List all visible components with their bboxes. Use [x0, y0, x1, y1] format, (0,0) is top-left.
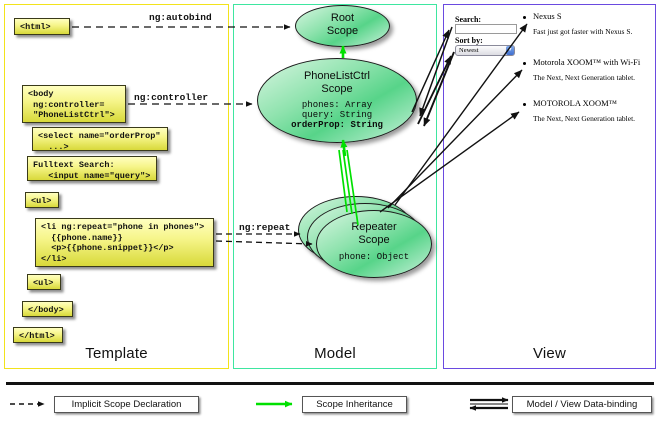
- edge-label-ng-repeat: ng:repeat: [239, 222, 291, 233]
- scope-phonelistctrl-title-2: Scope: [321, 83, 353, 95]
- phone-snippet: The Next, Next Generation tablet.: [533, 73, 636, 82]
- legend-item-scope-inheritance: Scope Inheritance: [302, 396, 407, 413]
- legend-divider: [6, 382, 654, 385]
- list-bullet: [523, 103, 526, 106]
- scope-repeater-ellipse-front: [316, 210, 432, 278]
- view-sort-label: Sort by:: [455, 36, 483, 45]
- phone-title: MOTOROLA XOOM™: [533, 98, 617, 108]
- scope-prop-phone-object: phone: Object: [338, 252, 410, 262]
- list-bullet: [523, 16, 526, 19]
- code-box-body-open: <body ng:controller= "PhoneListCtrl">: [22, 85, 126, 123]
- scope-root-ellipse: [295, 5, 390, 47]
- panel-label-model: Model: [314, 345, 356, 362]
- scope-prop-query: query: String: [301, 110, 373, 120]
- code-box-li-repeat: <li ng:repeat="phone in phones"> {{phone…: [35, 218, 214, 267]
- edge-label-ng-controller: ng:controller: [134, 92, 209, 103]
- phone-snippet: The Next, Next Generation tablet.: [533, 114, 636, 123]
- scope-root-title-2: Scope: [326, 25, 359, 37]
- legend-item-implicit-scope: Implicit Scope Declaration: [54, 396, 199, 413]
- code-box-ul-close: <ul>: [27, 274, 61, 290]
- code-box-html-close: </html>: [13, 327, 63, 343]
- search-input[interactable]: [455, 24, 517, 34]
- legend-item-data-binding: Model / View Data-binding: [512, 396, 652, 413]
- scope-phonelistctrl-title-1: PhoneListCtrl: [303, 70, 371, 82]
- phone-title: Motorola XOOM™ with Wi-Fi: [533, 57, 641, 67]
- edge-label-ng-autobind: ng:autobind: [149, 12, 212, 23]
- scope-prop-orderprop: orderProp: String: [291, 120, 383, 130]
- phone-snippet: Fast just got faster with Nexus S.: [533, 27, 633, 36]
- scope-root-title-1: Root: [330, 12, 355, 24]
- view-search-label: Search:: [455, 15, 482, 24]
- code-box-html-open: <html>: [14, 18, 70, 35]
- panel-label-view: View: [532, 345, 567, 362]
- code-box-select-tag: <select name="orderProp" ...>: [32, 127, 168, 152]
- scope-repeater-title-2: Scope: [358, 234, 390, 246]
- chevron-down-icon[interactable]: ▾: [506, 46, 514, 55]
- scope-repeater-title-1: Repeater: [351, 221, 397, 233]
- list-bullet: [523, 62, 526, 65]
- code-box-ul-open: <ul>: [25, 192, 59, 208]
- code-box-fulltext-search: Fulltext Search: <input name="query">: [27, 156, 157, 181]
- phone-title: Nexus S: [533, 11, 562, 21]
- code-box-body-close: </body>: [22, 301, 73, 317]
- panel-label-template: Template: [85, 345, 148, 362]
- scope-prop-phones: phones: Array: [301, 100, 373, 110]
